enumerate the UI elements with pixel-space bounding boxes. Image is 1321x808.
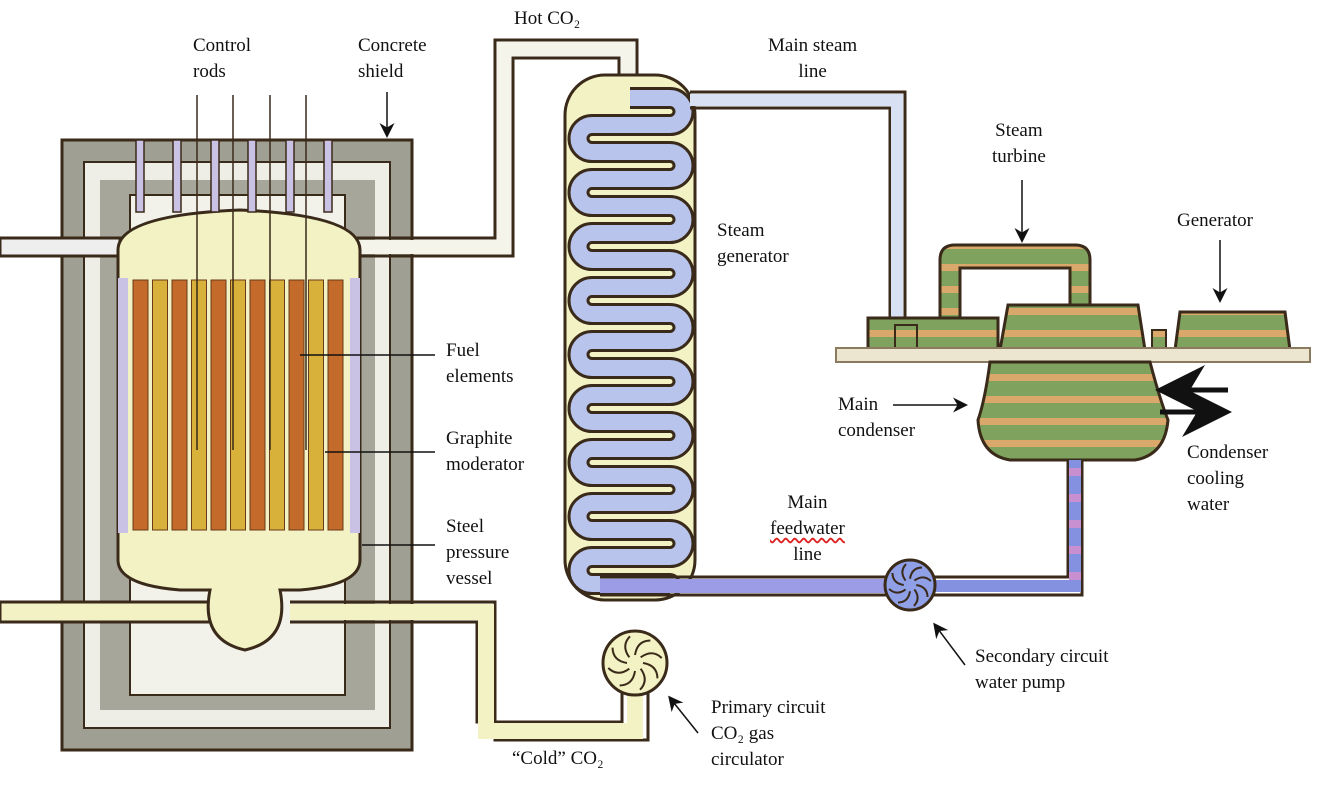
vessel-wall-left xyxy=(118,278,128,533)
fuel-element xyxy=(152,279,168,531)
standpipe xyxy=(247,139,257,213)
impeller-blade xyxy=(901,563,907,582)
impeller-blade xyxy=(640,652,663,659)
fuel-element xyxy=(269,279,285,531)
fuel-element xyxy=(191,279,207,531)
standpipe xyxy=(135,139,145,213)
impeller-blade xyxy=(607,667,630,674)
impeller-blade xyxy=(913,576,932,582)
turbine-platform xyxy=(835,347,1311,363)
condensate-pipe xyxy=(930,460,1081,592)
label-hot-co2: Hot CO₂ xyxy=(514,8,581,29)
impeller-blade xyxy=(642,662,659,679)
hot-co2-pipe xyxy=(355,38,639,258)
fuel-element xyxy=(249,279,266,531)
standpipe xyxy=(172,139,182,213)
impeller-blade xyxy=(634,639,651,656)
leader-lines xyxy=(300,92,1228,734)
fuel-element xyxy=(210,279,227,531)
impeller-blade xyxy=(891,572,904,586)
impeller-blade xyxy=(913,588,919,607)
standpipe xyxy=(210,139,220,213)
generator xyxy=(1173,310,1292,352)
impeller-blade xyxy=(916,584,929,598)
fuel-element xyxy=(132,279,149,531)
fuel-element xyxy=(308,279,324,531)
impeller-blade xyxy=(897,591,911,604)
steam-turbine xyxy=(866,243,1147,352)
fuel-element xyxy=(171,279,188,531)
co2-gas-circulator xyxy=(601,629,669,697)
fuel-element xyxy=(288,279,305,531)
impeller-blade xyxy=(888,588,907,594)
fuel-elements xyxy=(132,279,344,531)
cold-co2-pipe xyxy=(290,604,643,739)
label-cold-co2: “Cold” CO₂ xyxy=(512,748,604,769)
steam-generator-coil xyxy=(570,90,692,592)
impeller-blade xyxy=(619,670,636,687)
secondary-water-pump xyxy=(883,558,937,612)
fuel-element xyxy=(327,279,344,531)
standpipe xyxy=(285,139,295,213)
standpipe xyxy=(323,139,333,213)
label-generator: Generator xyxy=(1177,210,1253,231)
cold-co2-inlet-pipe xyxy=(0,600,212,624)
main-condenser xyxy=(976,360,1170,462)
impeller-blade xyxy=(639,668,646,691)
main-steam-line xyxy=(690,94,903,330)
left-upper-pipe xyxy=(0,236,122,258)
vessel-wall-right xyxy=(350,278,360,533)
impeller-blade xyxy=(909,566,923,579)
control-rods xyxy=(135,95,333,450)
impeller-blade xyxy=(611,647,628,664)
fuel-element xyxy=(230,279,246,531)
impeller-blade xyxy=(624,635,631,658)
